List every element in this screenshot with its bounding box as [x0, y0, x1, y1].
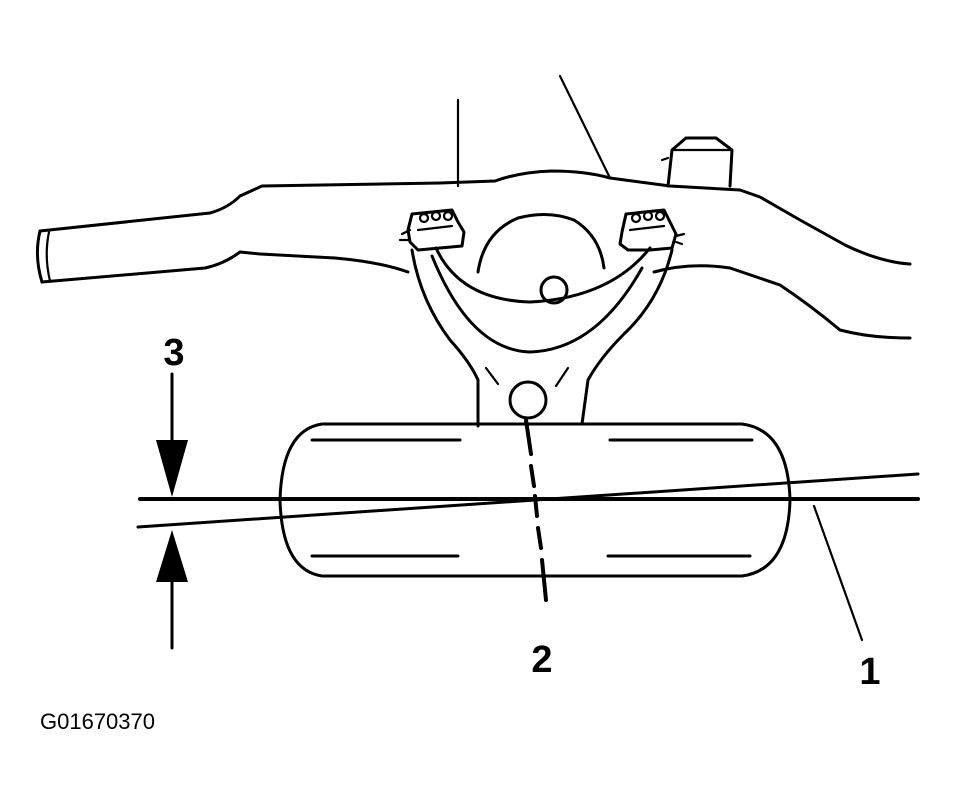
- right-mounting-bracket: [618, 208, 686, 252]
- figure-id: G01670370: [40, 709, 155, 734]
- callout-1: 1: [859, 651, 880, 693]
- tire: [278, 422, 792, 578]
- angle-measurement-arrows: [156, 372, 188, 650]
- differential-carrier: [476, 213, 606, 305]
- axle-vent-fitting: [660, 136, 734, 188]
- left-mounting-bracket: [398, 208, 466, 252]
- up-arrow-icon: [156, 530, 188, 582]
- pinion-yoke-cradle: [410, 246, 674, 428]
- down-arrow-icon: [156, 440, 188, 497]
- reference-lines: [136, 418, 920, 602]
- axle-housing: [35, 169, 912, 340]
- callout-3: 3: [163, 332, 184, 374]
- callout-2: 2: [531, 639, 552, 681]
- leader-lines: [456, 74, 864, 642]
